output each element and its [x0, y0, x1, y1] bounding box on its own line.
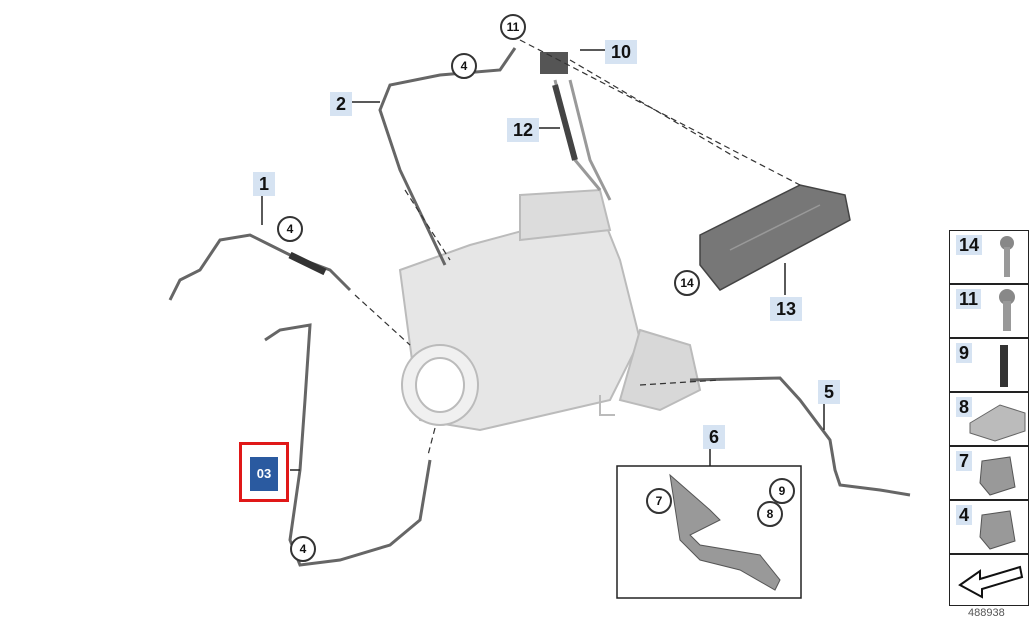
- legend-item-9[interactable]: 9: [949, 338, 1029, 392]
- bolt-icon: [999, 289, 1015, 331]
- callout-10[interactable]: 10: [605, 40, 638, 64]
- pressure-sensor: [540, 52, 568, 74]
- pressure-pipe: [553, 79, 612, 201]
- highlighted-callout-03[interactable]: 03: [239, 442, 289, 502]
- callout-1[interactable]: 1: [253, 172, 276, 196]
- screw-icon: [1000, 236, 1014, 277]
- legend-item-8[interactable]: 8: [949, 392, 1029, 446]
- clip-detail: [669, 473, 781, 591]
- callout-circle-4b[interactable]: 4: [277, 216, 303, 242]
- callout-13[interactable]: 13: [770, 297, 803, 321]
- legend-item-11[interactable]: 11: [949, 284, 1029, 338]
- callout-2[interactable]: 2: [330, 92, 353, 116]
- callout-circle-14[interactable]: 14: [674, 270, 700, 296]
- stud-icon: [1000, 345, 1008, 387]
- callout-12[interactable]: 12: [507, 118, 540, 142]
- clip-icon: [969, 404, 1026, 442]
- callout-circle-4a[interactable]: 4: [451, 53, 477, 79]
- callout-circle-7[interactable]: 7: [646, 488, 672, 514]
- callout-circle-9[interactable]: 9: [769, 478, 795, 504]
- detail-box: [616, 465, 802, 599]
- sensor-cable-5: [689, 376, 911, 497]
- callout-6[interactable]: 6: [703, 425, 726, 449]
- orientation-arrow-icon: [958, 565, 1024, 599]
- sensor-cable-2: [378, 47, 517, 266]
- callout-circle-11[interactable]: 11: [500, 14, 526, 40]
- cable-clip-icon: [979, 510, 1016, 550]
- leader-lines: [354, 39, 801, 456]
- bracket: [699, 184, 851, 291]
- callout-circle-4c[interactable]: 4: [290, 536, 316, 562]
- callout-5[interactable]: 5: [818, 380, 841, 404]
- callout-03-tag: 03: [250, 457, 278, 491]
- legend-item-14[interactable]: 14: [949, 230, 1029, 284]
- callout-circle-8[interactable]: 8: [757, 501, 783, 527]
- legend-arrow: [949, 554, 1029, 606]
- legend-item-7[interactable]: 7: [949, 446, 1029, 500]
- diagram-code: 488938: [968, 607, 1005, 619]
- nut-clip-icon: [979, 456, 1016, 496]
- legend-item-4[interactable]: 4: [949, 500, 1029, 554]
- sensor-cable-03: [264, 323, 432, 567]
- diesel-particulate-filter: [398, 188, 702, 432]
